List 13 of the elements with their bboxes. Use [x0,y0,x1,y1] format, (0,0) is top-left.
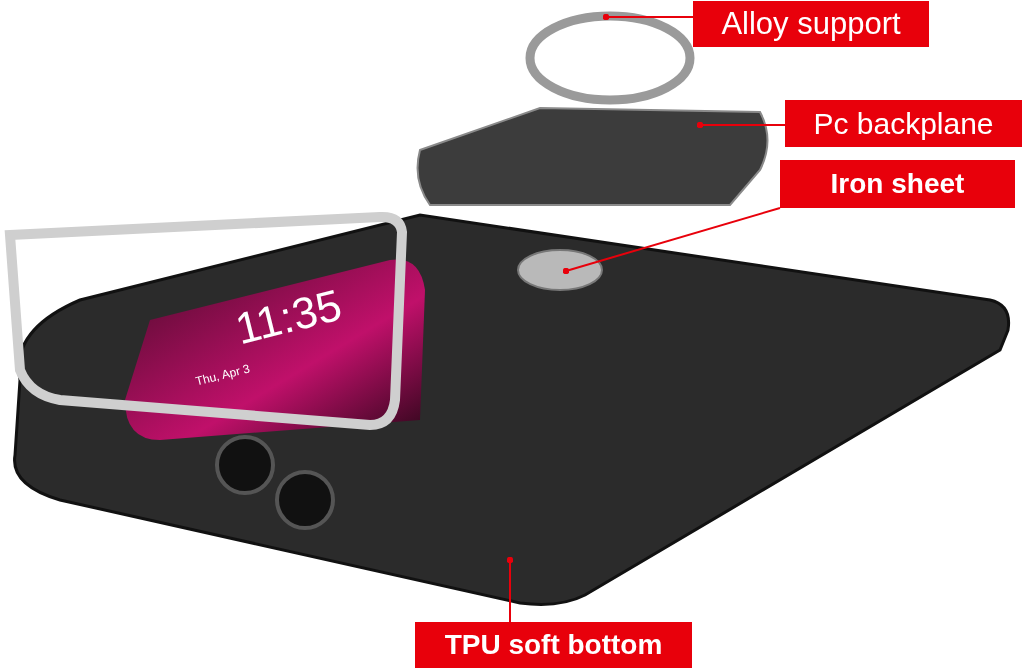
leader-line [602,13,694,21]
iron-sheet-disc [517,249,603,291]
leader-line [696,121,786,129]
backplane-plate [416,107,769,206]
callout-label: Iron sheet [780,160,1015,208]
clock-time: 11:35 [230,279,347,355]
callout-label: TPU soft bottom [415,622,692,668]
callout-label: Pc backplane [785,100,1022,147]
ring-holder [525,11,695,105]
callout-label: Alloy support [693,1,929,47]
leader-line [562,207,781,275]
date-text: Thu, Apr 3 [194,361,252,389]
leader-line [506,556,514,623]
